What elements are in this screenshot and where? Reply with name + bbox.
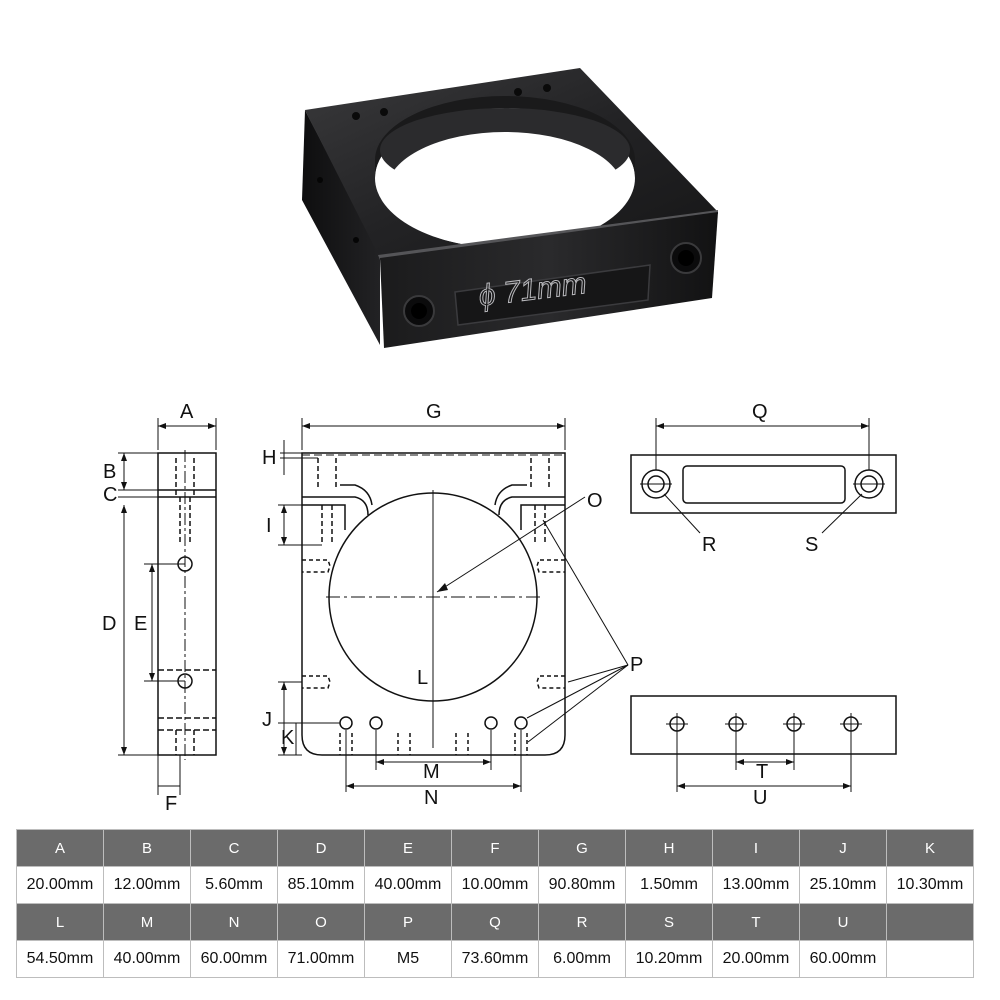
spec-header-cell: N [190,903,278,941]
counterbore-hole-left-inner [411,303,427,319]
spec-header-cell: S [625,903,713,941]
spec-header-cell: T [712,903,800,941]
spec-value-cell: 1.50mm [625,866,713,904]
spec-header-cell: H [625,829,713,867]
label-J: J [262,709,272,731]
label-B: B [103,461,116,483]
spec-table: A B C D E F G H I J K 20.00mm 12.00mm 5.… [16,829,974,978]
spec-value-cell: 25.10mm [799,866,887,904]
label-R: R [702,534,716,556]
top-view-recess [682,465,846,504]
spec-header-cell: O [277,903,365,941]
spec-value-cell: 60.00mm [799,940,887,978]
spec-header-cell: F [451,829,539,867]
spec-value-cell: 40.00mm [364,866,452,904]
spec-header-cell: B [103,829,191,867]
label-M: M [423,761,440,783]
mount-bore-opening [387,132,623,248]
front-view-outline [301,452,566,756]
spec-value-cell: 10.00mm [451,866,539,904]
spec-value-cell: 20.00mm [16,866,104,904]
label-K: K [281,727,295,749]
engraving-recess [454,264,651,326]
spec-header-cell [886,903,974,941]
label-C: C [103,484,117,506]
spec-value-cell: 73.60mm [451,940,539,978]
product-photo: ϕ 71mm [302,68,718,348]
spec-header-cell: Q [451,903,539,941]
dimension-arrowheads [121,423,869,789]
spec-header-cell: M [103,903,191,941]
label-D: D [102,613,116,635]
spec-value-cell: 10.20mm [625,940,713,978]
top-view-outline [630,454,897,514]
label-F: F [165,793,177,815]
label-O: O [587,490,603,512]
spec-value-cell: 90.80mm [538,866,626,904]
technical-drawing: A B C D E F G H I J K L M N O P Q R S T … [102,401,897,815]
spec-header-row-1: A B C D E F G H I J K [16,829,974,867]
spec-value-cell: M5 [364,940,452,978]
spec-value-cell: 60.00mm [190,940,278,978]
spec-header-row-2: L M N O P Q R S T U [16,903,974,941]
spec-value-cell: 54.50mm [16,940,104,978]
spec-header-cell: L [16,903,104,941]
label-G: G [426,401,442,423]
bottom-view-holes [666,713,862,735]
spec-header-cell: R [538,903,626,941]
spec-header-cell: I [712,829,800,867]
label-P: P [630,654,643,676]
spec-value-cell: 6.00mm [538,940,626,978]
label-H: H [262,447,276,469]
spec-value-row-2: 54.50mm 40.00mm 60.00mm 71.00mm M5 73.60… [16,940,974,978]
spec-value-cell: 71.00mm [277,940,365,978]
label-Q: Q [752,401,768,423]
side-hole-icon [353,237,359,243]
spec-value-cell: 10.30mm [886,866,974,904]
label-N: N [424,787,438,809]
spec-header-cell: J [799,829,887,867]
spec-value-cell: 40.00mm [103,940,191,978]
spec-value-row-1: 20.00mm 12.00mm 5.60mm 85.10mm 40.00mm 1… [16,866,974,904]
spec-value-cell: 5.60mm [190,866,278,904]
label-T: T [756,761,768,783]
spec-header-cell: K [886,829,974,867]
label-S: S [805,534,818,556]
spec-value-cell: 12.00mm [103,866,191,904]
spec-header-cell: G [538,829,626,867]
spec-header-cell: D [277,829,365,867]
spec-header-cell: E [364,829,452,867]
spec-value-cell: 13.00mm [712,866,800,904]
side-view-outline [157,452,217,756]
label-E: E [134,613,147,635]
spec-value-cell [886,940,974,978]
label-I: I [266,515,272,537]
side-hole-icon [317,177,323,183]
top-screw-holes [352,84,551,120]
counterbore-hole-right-inner [678,250,694,266]
label-A: A [180,401,194,423]
label-U: U [753,787,767,809]
spec-value-cell: 85.10mm [277,866,365,904]
bottom-view-outline [630,695,897,755]
spec-value-cell: 20.00mm [712,940,800,978]
spec-header-cell: P [364,903,452,941]
spec-header-cell: A [16,829,104,867]
spec-header-cell: U [799,903,887,941]
mount-side-face [302,110,380,345]
label-L: L [417,667,428,689]
spec-header-cell: C [190,829,278,867]
